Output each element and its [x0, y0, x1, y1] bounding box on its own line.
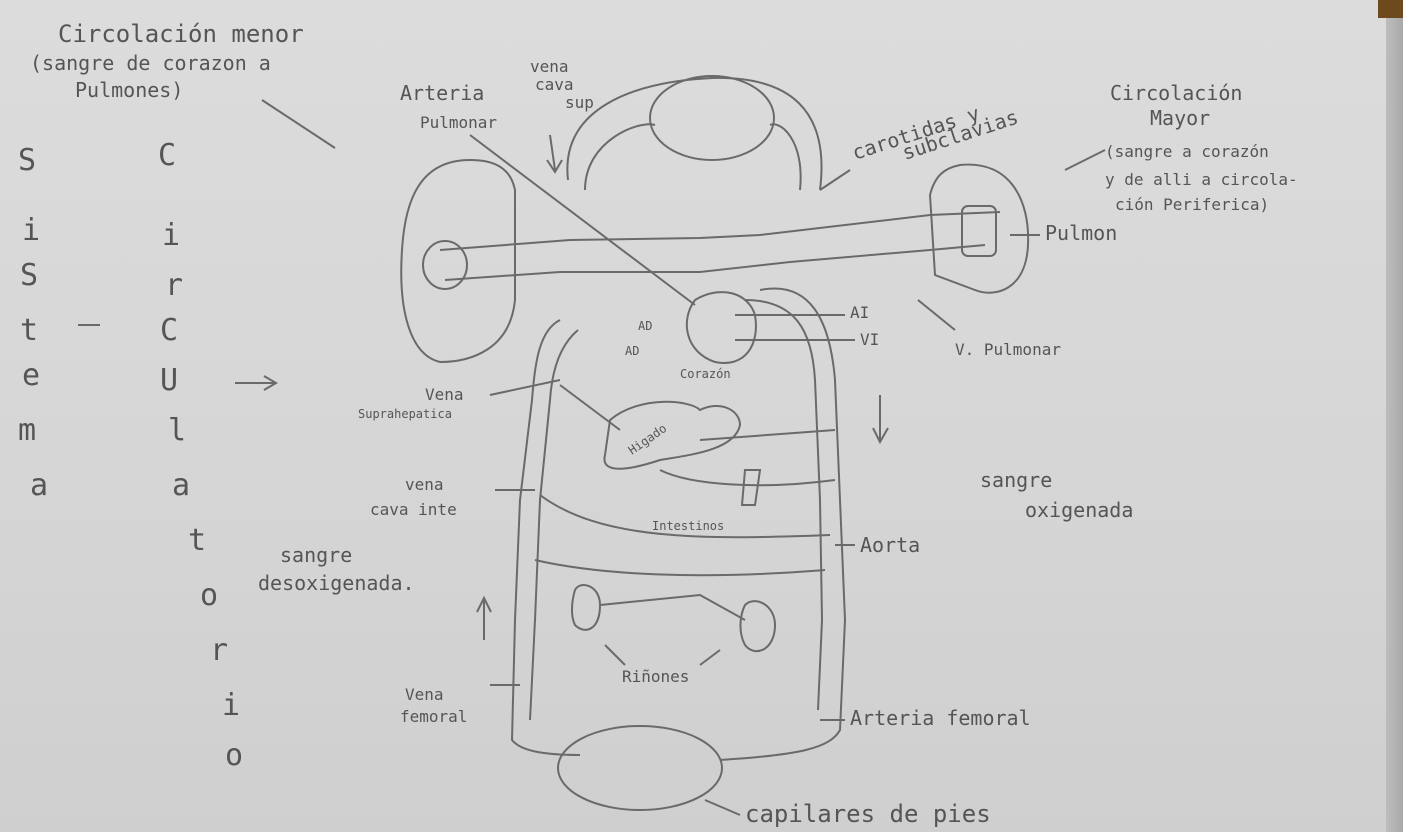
label-intestinos: Intestinos: [652, 519, 724, 533]
left-lung: [401, 160, 515, 362]
label-arteria-femoral: Arteria femoral: [850, 706, 1031, 730]
sistema-letter-2: S: [20, 258, 38, 293]
label-pulmonar: Pulmonar: [420, 113, 497, 132]
label-vena-supra-2: Suprahepatica: [358, 407, 452, 421]
circulatorio-letter-8: o: [200, 578, 218, 613]
label-v-pulmonar: V. Pulmonar: [955, 340, 1061, 359]
flow-arrow-down-top: [547, 135, 562, 172]
feet-capillaries: [558, 726, 722, 810]
label-vena-cava-sup-2: cava: [535, 75, 574, 94]
flow-arrow-down-right: [873, 395, 888, 442]
head-vessel-outer: [567, 78, 821, 190]
label-ai: AI: [850, 303, 869, 322]
aorta-inner-wall: [745, 300, 822, 710]
sistema-letter-1: i: [22, 213, 40, 248]
label-vena-supra-1: Vena: [425, 385, 464, 404]
label-ad-2: AD: [625, 344, 639, 358]
label-ad-1: AD: [638, 319, 652, 333]
vena-cava-left-wall: [512, 320, 580, 755]
label-vi: VI: [860, 330, 879, 349]
intestine: [742, 470, 760, 505]
intestinal-vessel-top: [660, 470, 835, 485]
head-vessel-inner-right: [770, 124, 801, 190]
label-higado: Higado: [626, 421, 670, 457]
label-corazon: Corazón: [680, 367, 731, 381]
label-sangre-desoxigenada-1: sangre: [280, 543, 352, 567]
label-vena-cava-sup-1: vena: [530, 57, 569, 76]
pulmonary-vessel-bottom: [445, 245, 985, 280]
circulatorio-letter-9: r: [210, 633, 228, 668]
title-left-pointer: [262, 100, 335, 148]
title-right-line1: Circolación: [1110, 81, 1242, 105]
head-capillaries: [650, 76, 774, 160]
label-pulmon: Pulmon: [1045, 221, 1117, 245]
renal-vessel-bottom: [600, 595, 745, 620]
carotidas-pointer: [820, 170, 850, 190]
circulatorio-letter-0: C: [158, 138, 176, 173]
vertical-sistema: S i S t e m a: [18, 143, 48, 503]
arteria-pulmonar-pointer: [470, 135, 695, 305]
suprahepatic-vessel: [560, 385, 620, 430]
circulatorio-letter-6: a: [172, 468, 190, 503]
label-arteria: Arteria: [400, 81, 484, 105]
circulatorio-letter-10: i: [222, 688, 240, 723]
sistema-letter-4: e: [22, 358, 40, 393]
label-vena-cava-inf-1: vena: [405, 475, 444, 494]
label-aorta: Aorta: [860, 533, 920, 557]
title-right-line2: Mayor: [1150, 106, 1210, 130]
vertical-circulatorio: C i r C U l a t o r i o: [158, 138, 243, 773]
sistema-letter-0: S: [18, 143, 36, 178]
right-lung: [930, 165, 1028, 293]
left-kidney: [572, 585, 600, 630]
circulatorio-letter-4: U: [160, 363, 178, 398]
right-kidney: [740, 601, 775, 651]
label-capilares-pies: capilares de pies: [745, 800, 991, 828]
circulatorio-letter-1: i: [162, 218, 180, 253]
circulatorio-letter-2: r: [165, 268, 183, 303]
v-pulmonar-pointer: [918, 300, 955, 330]
capilares-pointer: [705, 800, 740, 815]
hepatic-artery: [700, 430, 835, 440]
label-rinones: Riñones: [622, 667, 689, 686]
label-vena-cava-sup-3: sup: [565, 93, 594, 112]
label-sangre-desoxigenada-2: desoxigenada.: [258, 571, 415, 595]
flow-arrow-up-left: [477, 598, 491, 640]
sistema-letter-6: a: [30, 468, 48, 503]
head-vessel-inner-left: [585, 124, 655, 190]
sistema-letter-3: t: [20, 313, 38, 348]
label-sangre-oxigenada-1: sangre: [980, 468, 1052, 492]
renal-vessel-top: [535, 560, 825, 575]
title-right-line3: (sangre a corazón: [1105, 142, 1269, 161]
vena-cava-inner-wall: [530, 330, 578, 720]
pulmonary-vessel-top: [440, 212, 1000, 250]
title-left-line2: (sangre de corazon a: [30, 51, 271, 75]
label-sangre-oxigenada-2: oxigenada: [1025, 498, 1133, 522]
flow-arrow-system: [235, 376, 276, 390]
title-right-pointer: [1065, 150, 1105, 170]
circulatorio-letter-3: C: [160, 313, 178, 348]
circulatorio-letter-11: o: [225, 738, 243, 773]
label-vena-femoral-1: Vena: [405, 685, 444, 704]
label-vena-femoral-2: femoral: [400, 707, 467, 726]
suprahepatica-pointer: [490, 380, 560, 395]
heart: [687, 292, 756, 363]
sistema-letter-5: m: [18, 413, 36, 448]
liver: [604, 402, 740, 469]
circulatorio-letter-5: l: [168, 413, 186, 448]
title-left-line1: Circolación menor: [58, 20, 304, 48]
label-vena-cava-inf-2: cava inte: [370, 500, 457, 519]
circulatorio-letter-7: t: [188, 523, 206, 558]
title-left-line3: Pulmones): [75, 78, 183, 102]
title-right-line4: y de alli a circola-: [1105, 170, 1298, 189]
rinones-pointers: [605, 645, 720, 665]
title-right-line5: ción Periferica): [1115, 195, 1269, 214]
